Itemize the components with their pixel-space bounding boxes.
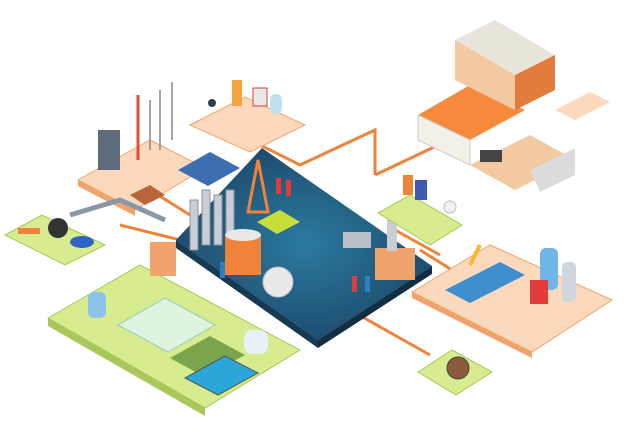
storage-tank-icon (225, 235, 261, 275)
hvac-unit-icon (343, 232, 371, 248)
wind-turbine-icon (149, 82, 173, 150)
automotive-platform (3, 214, 107, 266)
flask-icon (232, 80, 242, 106)
water-tank-icon (88, 292, 106, 318)
agriculture-platform (46, 242, 302, 416)
chimney-icon (387, 215, 397, 251)
snack-bag-icon (530, 280, 548, 304)
conveyor-icon (18, 228, 40, 234)
solar-panel-icon (178, 152, 240, 186)
cables-platform (417, 349, 493, 396)
sofa-icon (480, 150, 502, 162)
lab-device-icon (252, 87, 268, 107)
crop-field-icon (170, 336, 245, 377)
laboratory-platform (188, 80, 307, 153)
storage-tank-icon (244, 330, 268, 354)
golf-ball-icon (443, 200, 457, 214)
robot-arm-icon (468, 244, 482, 266)
clothing-icon (403, 175, 413, 195)
cable-reel-icon (446, 356, 470, 380)
sphere-tank-icon (262, 266, 294, 298)
chemical-plant-hub (176, 148, 432, 348)
household-platform (417, 20, 610, 192)
city-energy-platform (69, 82, 240, 223)
scientist-icon (208, 99, 216, 107)
roof-icon (455, 20, 555, 75)
pool-icon (183, 355, 260, 396)
oil-derrick-icon (246, 159, 270, 214)
boiler-icon (375, 248, 415, 280)
greenhouse-icon (116, 297, 217, 353)
bottle-conveyor-icon (445, 262, 525, 303)
tire-icon (48, 218, 68, 238)
stairs-icon (530, 148, 575, 192)
refinery-icon (189, 189, 235, 251)
car-icon (70, 236, 94, 248)
packaging-platform (410, 244, 614, 358)
hazard-sign-icon (257, 210, 300, 234)
bottle-icon (270, 94, 282, 114)
office-building-icon (98, 130, 120, 170)
office-desk-icon (555, 92, 610, 120)
bottle-icon (540, 248, 558, 290)
water-tower-icon (150, 242, 176, 276)
workers-icon (220, 178, 370, 292)
textiles-sports-platform (377, 175, 463, 246)
train-track-icon (69, 197, 167, 223)
church-icon (130, 185, 165, 205)
